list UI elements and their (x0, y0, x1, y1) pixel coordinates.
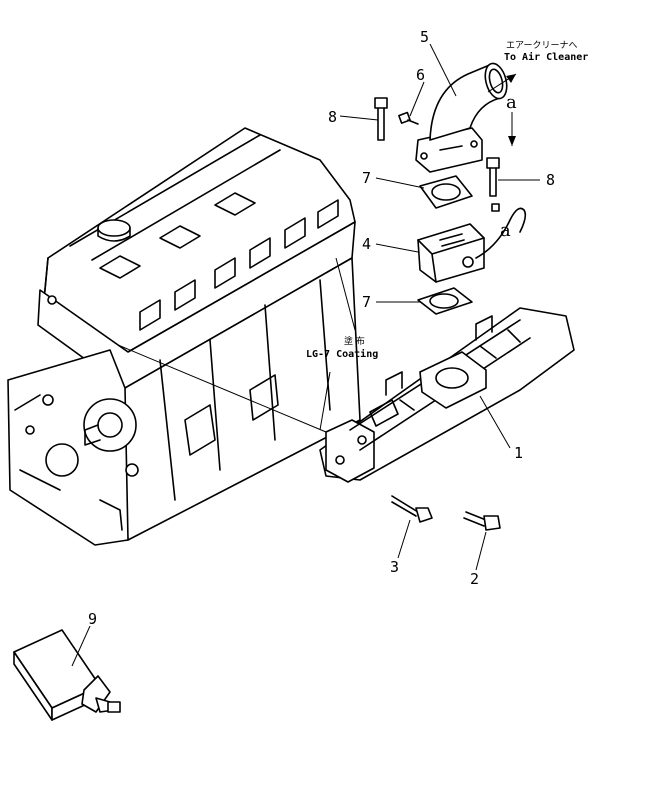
gasket-7-upper (419, 175, 473, 209)
air-cleaner-note-en: To Air Cleaner (504, 51, 588, 63)
callout-2: 2 (470, 570, 479, 588)
manifest-leader-line (117, 344, 327, 433)
coating-leader-line (335, 257, 356, 331)
engine-block (7, 127, 361, 546)
callout-7-lower: 7 (362, 293, 371, 311)
callout-6: 6 (416, 66, 425, 84)
bolt-8-left (374, 97, 388, 141)
intake-manifold (319, 307, 575, 483)
callout-1: 1 (514, 444, 523, 462)
heater-wire (475, 203, 527, 259)
callout-3: 3 (390, 558, 399, 576)
callout-9: 9 (88, 610, 97, 628)
callout-7-upper: 7 (362, 169, 371, 187)
tool-9-applicator (13, 629, 121, 721)
coating-note-jp: 塗 布 (344, 335, 365, 347)
callout-leaders (71, 43, 540, 667)
bolt-6 (398, 111, 419, 125)
ref-letter-a-top: a (506, 92, 517, 113)
air-intake-elbow (415, 62, 508, 173)
bolt-8-right (486, 157, 500, 197)
bolt-2 (463, 511, 501, 531)
callout-8-right: 8 (546, 171, 555, 189)
air-heater-body (417, 223, 485, 283)
coating-note-en: LG-7 Coating (306, 348, 378, 360)
ref-letter-a-bottom: a (500, 220, 511, 241)
bolt-3 (391, 495, 433, 523)
air-cleaner-note-jp: エアークリーナへ (506, 40, 577, 51)
callout-4: 4 (362, 235, 371, 253)
callout-8-left: 8 (328, 108, 337, 126)
gasket-7-lower (417, 287, 473, 315)
callout-5: 5 (420, 28, 429, 46)
